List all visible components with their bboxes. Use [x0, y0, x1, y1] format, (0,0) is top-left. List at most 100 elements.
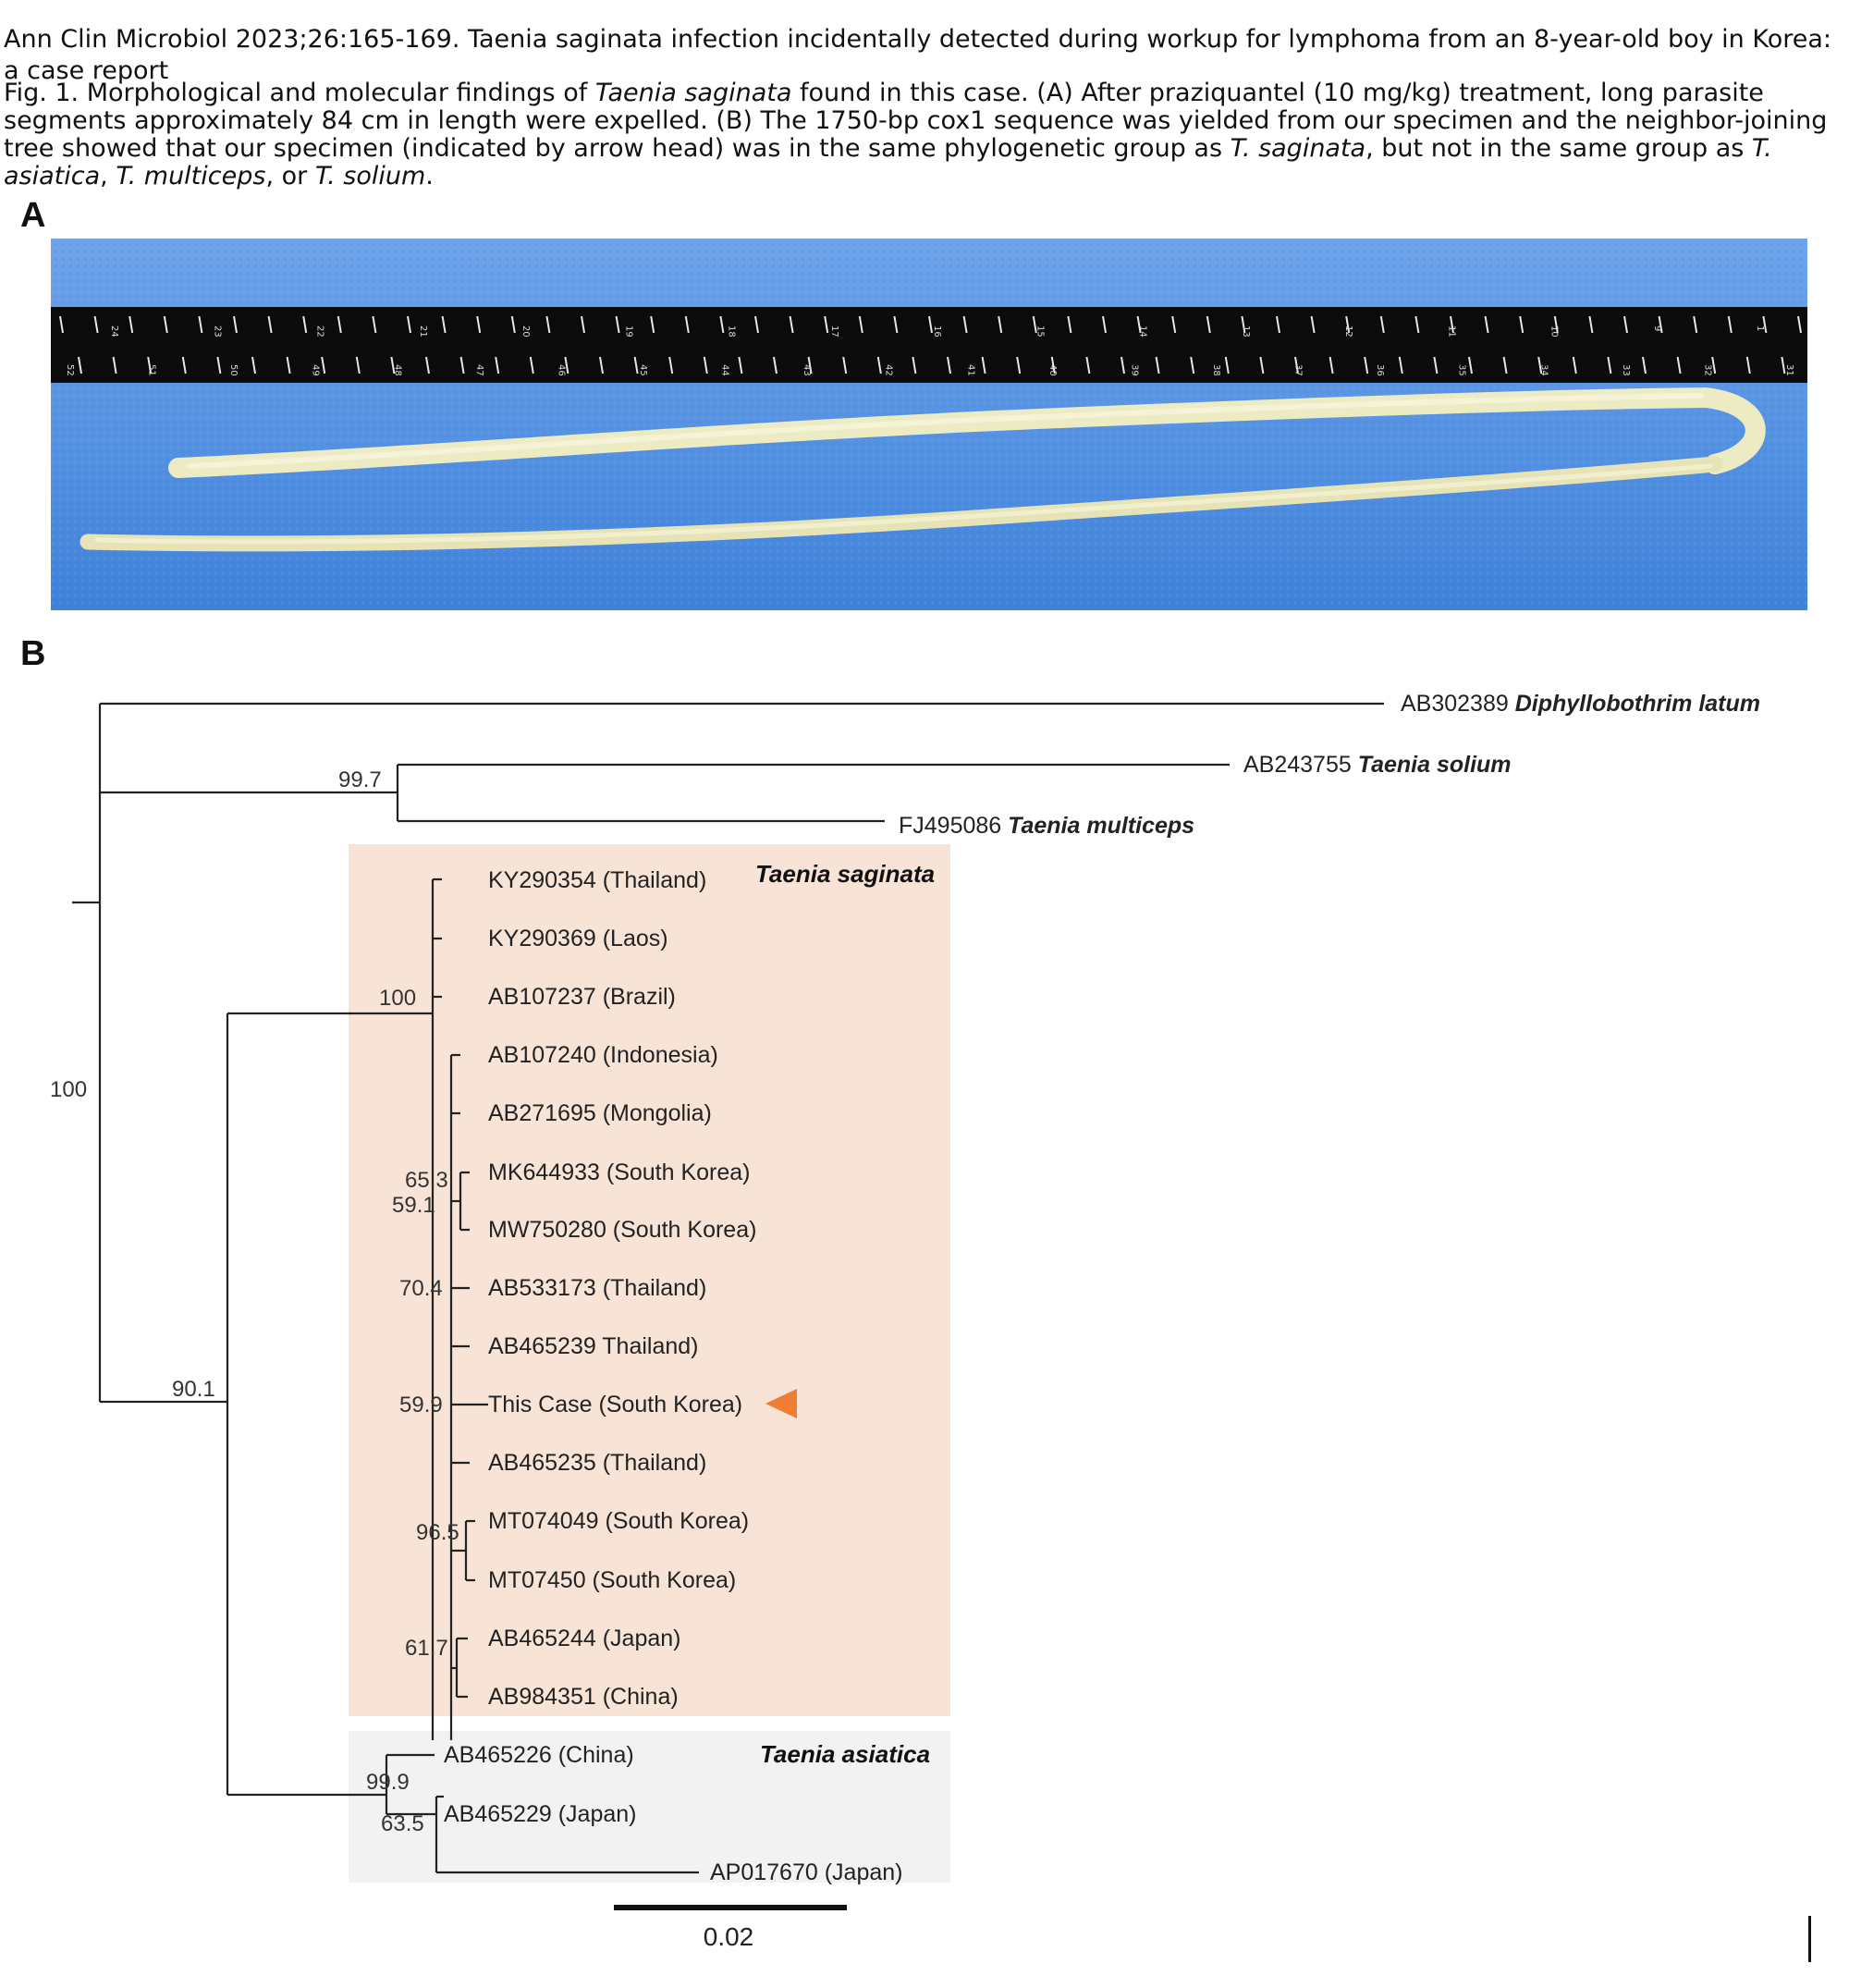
ruler-tick — [1329, 356, 1334, 374]
ruler-label: 34 — [1538, 364, 1549, 376]
ruler-tick — [1294, 356, 1299, 374]
ruler-label: 17 — [829, 325, 839, 337]
caption-text-1: Fig. 1. Morphological and molecular find… — [4, 79, 595, 107]
bootstrap-value: 59.1 — [392, 1193, 435, 1218]
ruler-tick — [1693, 315, 1698, 334]
ruler-label: 51 — [147, 364, 157, 376]
caption-italic-5: T. solium — [314, 162, 426, 190]
leaf-label-this-case: This Case (South Korea) — [488, 1392, 742, 1417]
leaf-label: AB984351 (China) — [488, 1684, 679, 1710]
ruler-tick — [337, 315, 342, 334]
ruler-label: 16 — [932, 325, 942, 337]
ruler-tick — [1398, 356, 1403, 374]
leaf-label: KY290354 (Thailand) — [488, 867, 706, 893]
bootstrap-value: 59.9 — [399, 1393, 443, 1417]
ruler-tick — [1745, 356, 1751, 374]
ruler-tick — [407, 315, 411, 334]
ruler-tick — [1502, 356, 1508, 374]
caption-italic-3: T. asiatica — [4, 134, 1772, 190]
ruler-tick — [1120, 356, 1125, 374]
bootstrap-value: 70.4 — [399, 1276, 443, 1301]
caption-text-3: , but not in the same group as — [1365, 134, 1752, 163]
ruler-tick — [824, 315, 829, 334]
caption-italic-4: T. multiceps — [116, 162, 266, 190]
ruler-tick — [1032, 315, 1037, 334]
ruler-tick — [510, 315, 516, 334]
asiatica-clade-box — [349, 1731, 950, 1883]
ruler-tick — [1155, 356, 1160, 374]
ruler-tick — [599, 356, 604, 374]
tree-branches — [72, 702, 1384, 1874]
ruler-label: 37 — [1293, 364, 1304, 376]
ruler-ticks — [59, 315, 1802, 374]
leaf-label: AB465239 Thailand) — [488, 1333, 699, 1359]
bootstrap-value: 61.7 — [405, 1636, 448, 1661]
bootstrap-value: 100 — [379, 986, 416, 1011]
ruler-tick — [998, 315, 1003, 334]
caption-italic-2: T. saginata — [1230, 134, 1366, 163]
ruler-tick — [1711, 356, 1717, 374]
ruler-tick — [1050, 356, 1056, 374]
ruler-label: 50 — [228, 364, 239, 376]
outgroup-label-solium: AB243755 Taenia solium — [1243, 752, 1512, 778]
ruler-tick — [1016, 356, 1022, 374]
ruler-tick — [1642, 356, 1647, 374]
ruler-label: 12 — [1343, 325, 1353, 337]
edge-mark — [1808, 1916, 1811, 1962]
ruler-tick — [893, 315, 899, 334]
leaf-label: KY290369 (Laos) — [488, 926, 668, 951]
ruler-label: 41 — [965, 364, 975, 376]
ruler-tick — [1484, 315, 1489, 334]
ruler-tick — [1345, 315, 1351, 334]
ruler-tick — [425, 356, 430, 374]
leaf-label: AB465229 (Japan) — [444, 1801, 636, 1827]
ruler-label: 45 — [638, 364, 648, 376]
phylogenetic-tree: AB302389 Diphyllobothrim latum AB243755 … — [50, 691, 1760, 1951]
ruler-label: 52 — [65, 364, 75, 376]
ruler-tick — [302, 315, 308, 334]
ruler-tick — [1276, 315, 1280, 334]
figure-caption: Fig. 1. Morphological and molecular find… — [4, 80, 1843, 190]
outgroup-label-multiceps: FJ495086 Taenia multiceps — [899, 813, 1194, 839]
leaf-label: AB465235 (Thailand) — [488, 1450, 706, 1476]
ruler-tick — [981, 356, 986, 374]
ruler-label: 19 — [623, 325, 633, 337]
ruler-label: 23 — [212, 325, 222, 337]
ruler-label: 14 — [1138, 325, 1148, 337]
leaf-label: AB107240 (Indonesia) — [488, 1042, 718, 1068]
ruler-tick — [668, 356, 674, 374]
bootstrap-value: 63.5 — [381, 1811, 424, 1836]
ruler-tick — [545, 315, 551, 334]
ruler-tick — [112, 356, 117, 374]
ruler-tick — [928, 315, 933, 334]
ruler-label: 18 — [727, 325, 737, 337]
leaf-label: AB465244 (Japan) — [488, 1626, 680, 1651]
leaf-label: MT07450 (South Korea) — [488, 1567, 736, 1593]
ruler-tick — [1468, 356, 1473, 374]
ruler-tick — [441, 315, 447, 334]
ruler-label: 36 — [1375, 364, 1385, 376]
ruler-tick — [459, 356, 465, 374]
ruler-tick — [947, 356, 951, 374]
ruler-tick — [1259, 356, 1265, 374]
ruler-label: 31 — [1784, 364, 1794, 376]
ruler-tick — [198, 315, 203, 334]
ruler-tick — [789, 315, 794, 334]
leaf-label: MW750280 (South Korea) — [488, 1217, 756, 1243]
ruler-tick — [1190, 356, 1195, 374]
ruler-tick — [529, 356, 534, 374]
ruler-tick — [1433, 356, 1439, 374]
ruler-tick — [1553, 315, 1559, 334]
ruler-label: 13 — [1241, 325, 1251, 337]
ruler-tick — [286, 356, 291, 374]
ruler-tick — [633, 356, 639, 374]
ruler-tick — [1364, 356, 1369, 374]
caption-text-4: , — [100, 162, 116, 190]
leaf-label: MK644933 (South Korea) — [488, 1160, 751, 1185]
ruler-label: 32 — [1702, 364, 1712, 376]
ruler-tick — [1676, 356, 1682, 374]
ruler-tick — [615, 315, 620, 334]
ruler-tick — [703, 356, 708, 374]
ruler-tick — [372, 315, 377, 334]
